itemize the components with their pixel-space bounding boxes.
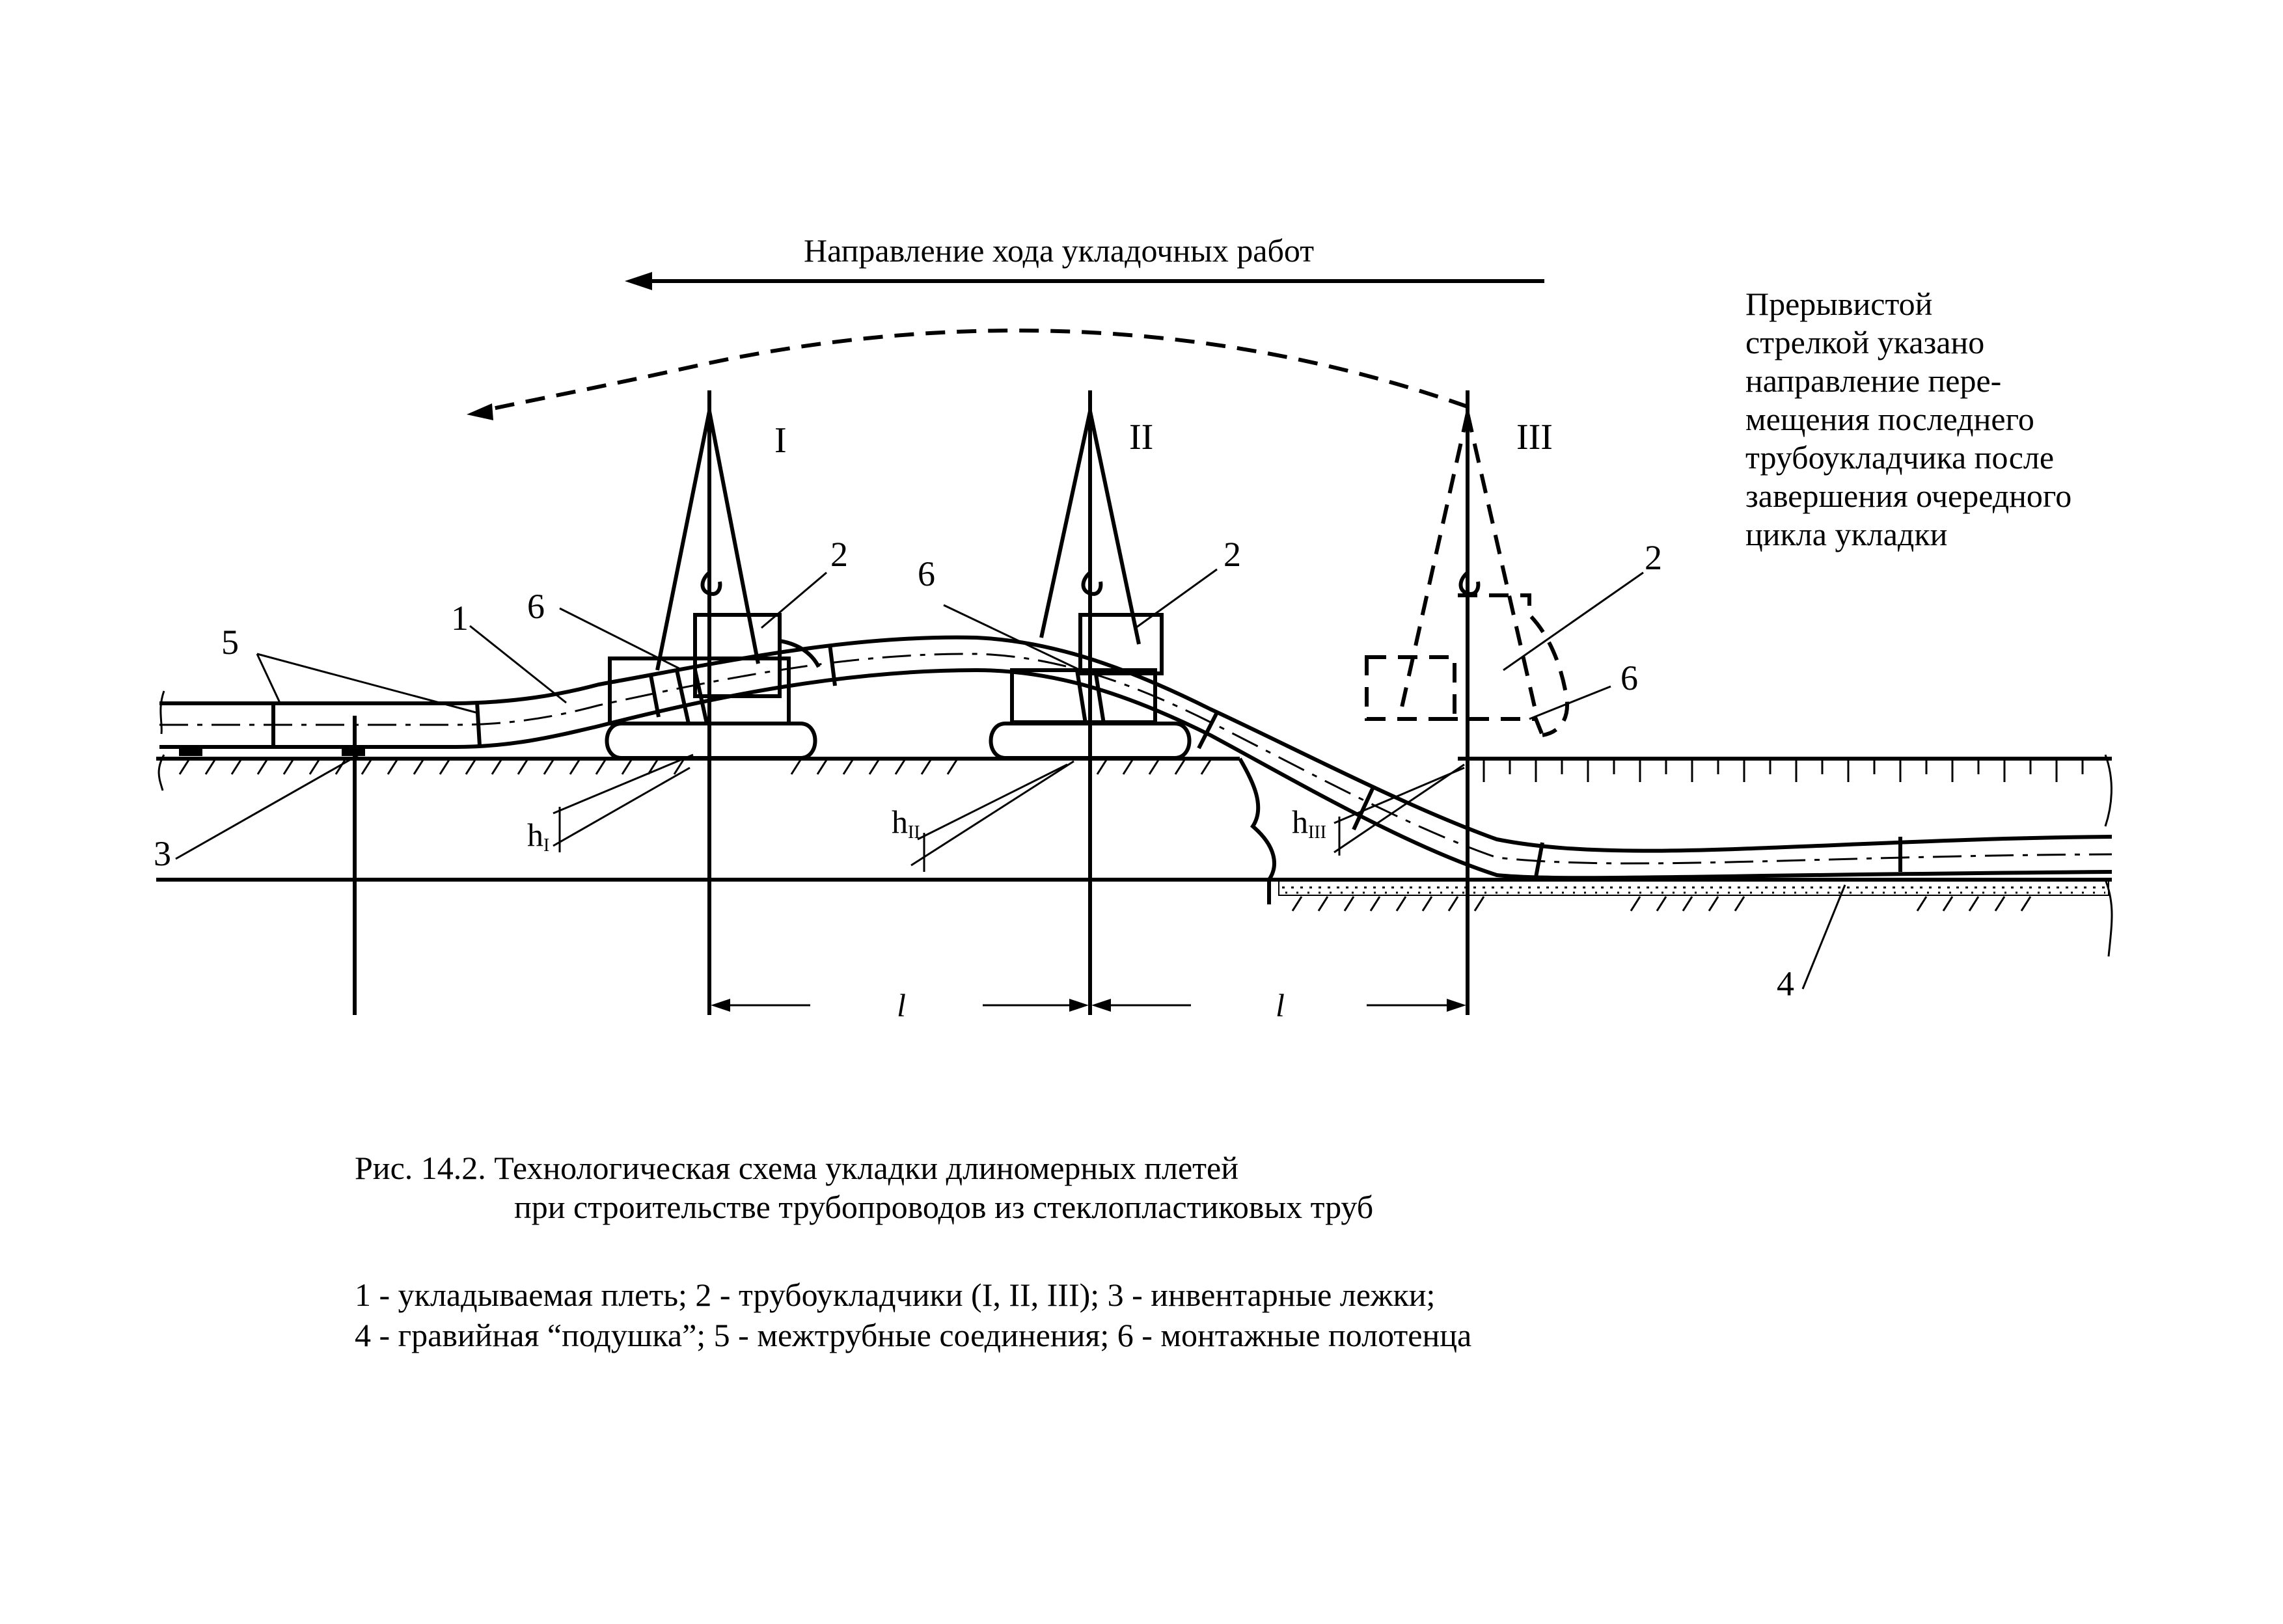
callout-2-mid: 2 (1224, 535, 1241, 574)
callout-6-right: 6 (1620, 658, 1638, 697)
side-note-line: завершения очередного (1745, 478, 2072, 514)
pipe-string (159, 635, 2112, 880)
callout-6-left: 6 (527, 587, 545, 626)
callout-5: 5 (221, 623, 239, 662)
side-note-line: стрелкой указано (1745, 324, 1985, 360)
callout-leaders (175, 568, 1846, 990)
callout-2-right: 2 (1645, 538, 1662, 577)
relocation-dashed-arrow (467, 329, 1468, 420)
spacing-dimension (711, 999, 1466, 1012)
side-note-line: цикла укладки (1745, 516, 1948, 552)
legend-line2: 4 - гравийная “подушка”; 5 - межтрубные … (355, 1317, 1472, 1353)
height-label-III: hIII (1292, 804, 1326, 843)
pipelayer-I (605, 390, 821, 1015)
sag-dimension-lines (553, 753, 1465, 872)
pipelayer-II (989, 390, 1192, 1015)
height-label-II: hII (892, 804, 920, 843)
work-direction-arrow (625, 272, 1544, 290)
side-note: Прерывистой стрелкой указано направление… (1745, 285, 2071, 554)
figure-caption-line1: Рис. 14.2. Технологическая схема укладки… (355, 1150, 1238, 1186)
figure-caption-line2: при строительстве трубопроводов из стекл… (514, 1189, 1374, 1225)
side-note-line: мещения последнего (1745, 401, 2034, 437)
callout-2-left: 2 (830, 535, 848, 574)
height-label-I: hI (527, 817, 549, 856)
spacing-label-1: l (897, 987, 906, 1023)
callout-3: 3 (154, 834, 171, 873)
callout-4: 4 (1777, 964, 1794, 1003)
machine-label-III: III (1516, 417, 1553, 457)
legend-line1: 1 - укладываемая плеть; 2 - трубоукладчи… (355, 1277, 1436, 1313)
side-note-line: направление пере- (1745, 362, 2002, 399)
side-note-line: Прерывистой (1745, 286, 1933, 322)
trench-bank-ticks (1483, 759, 2084, 782)
trench (1238, 754, 2113, 957)
pipelayer-III (1365, 390, 1570, 1015)
spacing-label-2: l (1276, 987, 1285, 1023)
callout-6-mid: 6 (918, 554, 935, 593)
direction-label: Направление хода укладочных работ (804, 232, 1314, 269)
machine-label-I: I (774, 420, 787, 461)
gravel-cushion (1278, 879, 2109, 896)
side-note-line: трубоукладчика после (1745, 439, 2055, 476)
machine-label-II: II (1129, 417, 1153, 457)
pipe-joints (271, 643, 1902, 878)
callout-1: 1 (451, 599, 469, 638)
